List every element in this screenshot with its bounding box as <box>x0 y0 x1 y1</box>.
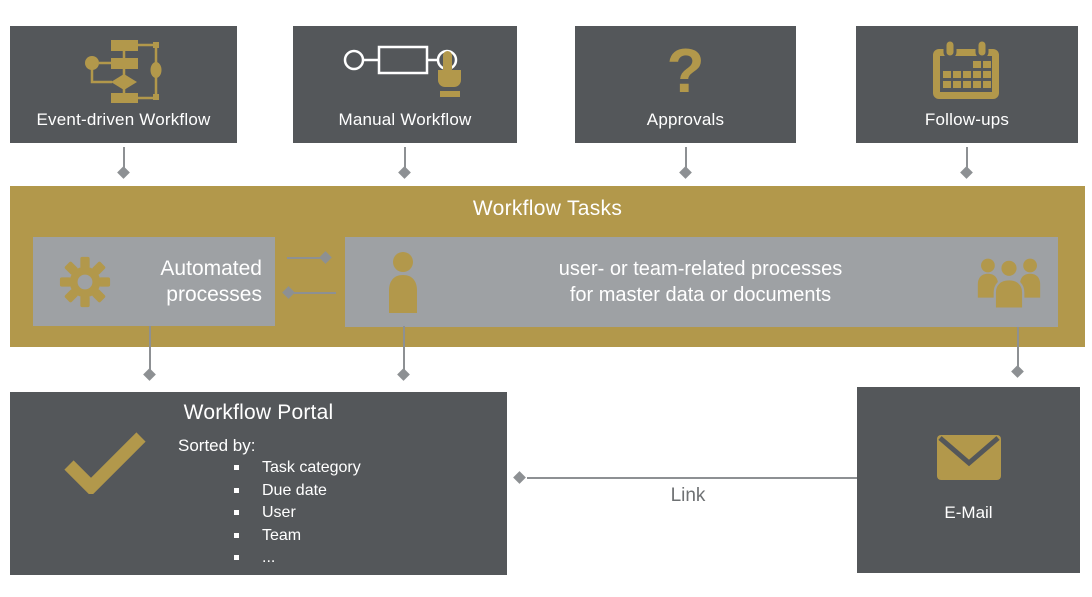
workflow-portal-box: Workflow Portal Sorted by: Task category… <box>10 392 507 575</box>
list-item: ... <box>234 550 361 566</box>
checkmark-icon <box>62 430 148 499</box>
list-item: User <box>234 505 361 521</box>
workflow-portal-title: Workflow Portal <box>183 401 334 424</box>
connector-event-to-band <box>123 147 125 170</box>
event-driven-workflow-label: Event-driven Workflow <box>36 110 211 129</box>
user-team-processes-label: user- or team-related processes for mast… <box>558 258 843 306</box>
gear-icon <box>59 256 111 308</box>
person-icon <box>381 251 425 313</box>
connector-auto-to-team <box>287 257 323 259</box>
square-bullet-icon <box>234 532 239 538</box>
arrowhead-down-icon <box>1011 365 1024 378</box>
question-mark-icon: ? <box>666 37 705 106</box>
connector-email-to-portal <box>527 477 857 479</box>
connector-manual-to-band <box>404 147 406 170</box>
approvals-box: ? Approvals <box>575 26 796 143</box>
flowchart-icon <box>10 26 237 110</box>
event-driven-workflow-box: Event-driven Workflow <box>10 26 237 143</box>
email-box: E-Mail <box>857 387 1080 573</box>
automated-processes-box: Automated processes <box>33 237 275 326</box>
connector-followups-to-band <box>966 147 968 170</box>
calendar-icon <box>856 26 1078 110</box>
team-icon <box>976 254 1042 310</box>
hand-cursor-icon <box>438 51 461 97</box>
connector-approvals-to-band <box>685 147 687 170</box>
arrowhead-down-icon <box>143 368 156 381</box>
approvals-label: Approvals <box>646 110 725 129</box>
list-item: Team <box>234 527 361 544</box>
manual-click-icon <box>293 26 517 110</box>
square-bullet-icon <box>234 555 239 561</box>
connector-team-to-portal <box>403 326 405 371</box>
sorted-by-label: Sorted by: <box>178 436 256 455</box>
manual-workflow-box: Manual Workflow <box>293 26 517 143</box>
list-item: Task category <box>234 460 361 476</box>
connector-team-to-auto <box>294 292 336 294</box>
user-team-processes-box: user- or team-related processes for mast… <box>345 237 1058 327</box>
arrowhead-down-icon <box>679 166 692 179</box>
arrowhead-down-icon <box>398 166 411 179</box>
follow-ups-box: Follow-ups <box>856 26 1078 143</box>
arrowhead-down-icon <box>960 166 973 179</box>
list-item: Due date <box>234 482 361 499</box>
connector-auto-to-portal <box>149 326 151 371</box>
arrowhead-down-icon <box>117 166 130 179</box>
manual-workflow-label: Manual Workflow <box>338 110 472 129</box>
connector-band-to-email <box>1017 327 1019 368</box>
arrowhead-left-icon <box>513 471 526 484</box>
square-bullet-icon <box>234 510 239 516</box>
email-label: E-Mail <box>944 503 993 522</box>
link-label: Link <box>670 485 706 506</box>
automated-processes-label: Automated processes <box>160 256 262 306</box>
envelope-icon <box>936 435 1001 486</box>
arrowhead-down-icon <box>397 368 410 381</box>
workflow-tasks-title: Workflow Tasks <box>472 197 623 220</box>
follow-ups-label: Follow-ups <box>924 110 1010 129</box>
square-bullet-icon <box>234 465 239 471</box>
square-bullet-icon <box>234 487 239 493</box>
sort-criteria-list: Task category Due date User Team ... <box>234 460 361 573</box>
